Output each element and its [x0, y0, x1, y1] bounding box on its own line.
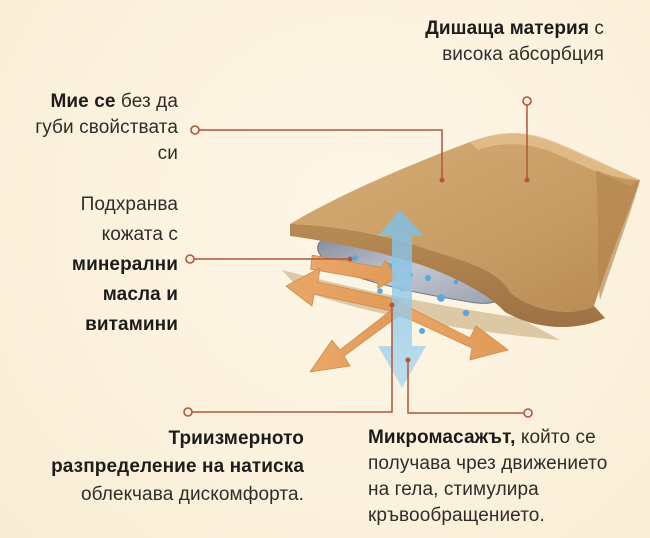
vertical-blue-arrow — [378, 210, 426, 388]
callout-washable-line2: губи свойствата — [35, 117, 178, 138]
bottom-sheet — [282, 270, 560, 340]
callout-dots — [183, 96, 533, 418]
callout-massage-line1: Микромасажът, който се — [368, 425, 648, 451]
callout-massage-line2: получава чрез движението — [368, 453, 608, 474]
callout-pressure-bold2: разпределение на натиска — [51, 456, 304, 477]
callout-breathable-line1: Дишаща материя с — [344, 16, 604, 42]
callout-massage-rest: който се — [515, 427, 596, 448]
fabric-top — [290, 134, 640, 312]
callout-breathable-rest: с — [589, 18, 604, 39]
callout-washable: Мие се без да губи свойствата си — [0, 89, 178, 167]
callout-massage-line3: на гела, стимулира — [368, 479, 539, 500]
fabric-edge — [290, 224, 605, 328]
callout-pressure-line3: облекчава дискомфорта. — [81, 484, 304, 505]
callout-washable-line3: си — [157, 143, 178, 164]
callout-breathable-line2: висока абсорбция — [442, 44, 604, 65]
callout-end-dots — [347, 177, 530, 363]
callout-nourish-bold3: витамини — [85, 314, 178, 335]
arrow-up-left — [285, 267, 401, 313]
callout-nourish-line1: Подхранва — [80, 194, 178, 215]
callout-pressure-bold1: Триизмерното — [168, 428, 304, 449]
callout-massage-bold: Микромасажът, — [368, 427, 516, 448]
callout-nourish: Подхранва кожата с минерални масла и вит… — [0, 190, 178, 340]
callout-nourish-bold2: масла и — [102, 284, 178, 305]
callout-washable-rest: без да — [115, 91, 178, 112]
callout-lines — [192, 105, 528, 414]
callout-massage: Микромасажът, който се получава чрез дви… — [368, 425, 648, 529]
callout-pressure: Триизмерното разпределение на натиска об… — [0, 425, 304, 509]
callout-breathable-bold: Дишаща материя — [425, 18, 590, 39]
callout-washable-line1: Мие се без да — [0, 89, 178, 115]
callout-breathable: Дишаща материя с висока абсорбция — [344, 16, 604, 68]
callout-massage-line4: кръвообращението. — [368, 505, 545, 526]
callout-washable-bold: Мие се — [50, 91, 116, 112]
callout-nourish-bold1: минерални — [71, 254, 178, 275]
fabric-right-fold — [596, 170, 640, 300]
callout-nourish-line2: кожата с — [101, 224, 178, 245]
